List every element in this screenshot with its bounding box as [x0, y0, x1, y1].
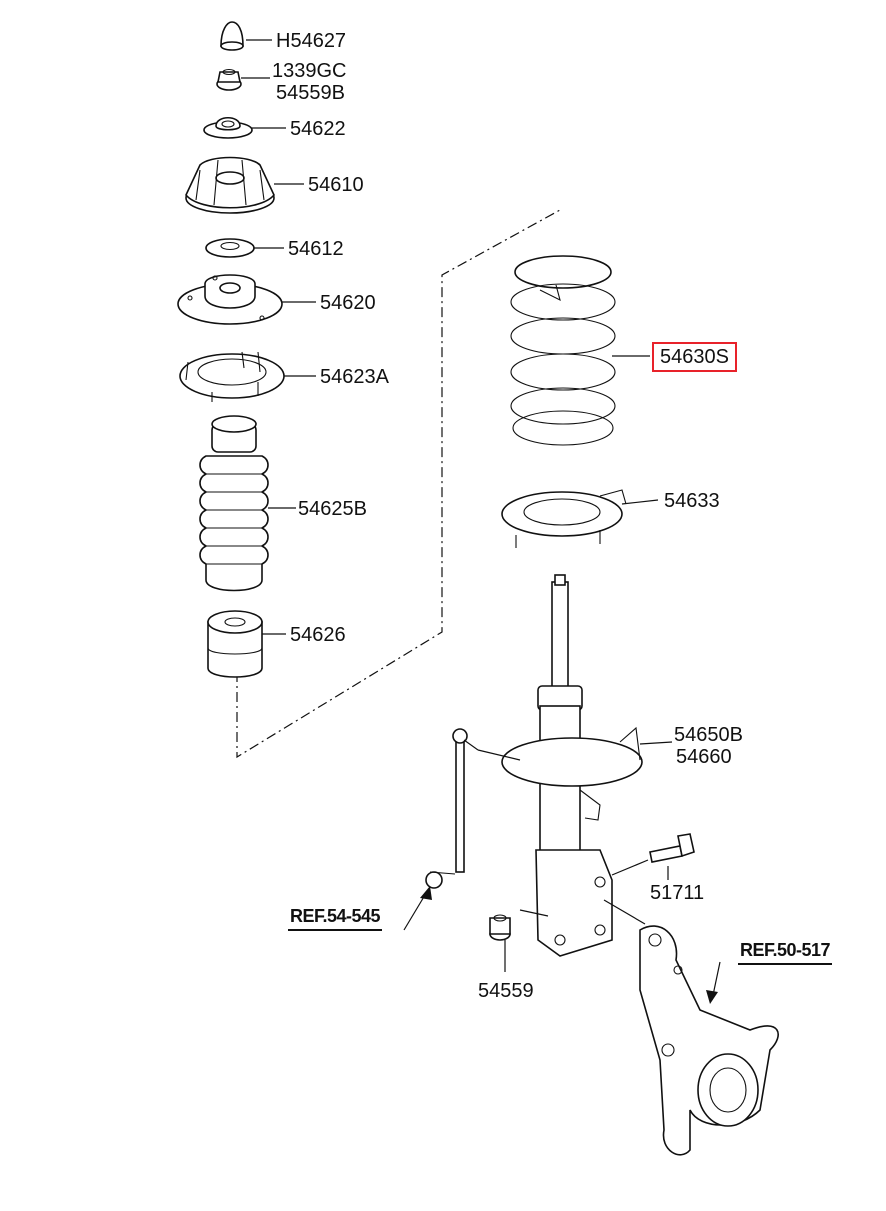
bolt-part[interactable]	[649, 833, 695, 863]
label-54623a: 54623A	[320, 366, 389, 388]
washer-top-part[interactable]	[203, 116, 253, 139]
label-54660: 54660	[676, 746, 732, 768]
ref-50-517-link[interactable]: REF.50-517	[738, 940, 833, 965]
strut-mount-part[interactable]	[185, 156, 275, 214]
label-51711: 51711	[650, 882, 705, 904]
bump-stop-cap-part[interactable]	[220, 21, 244, 51]
label-54633: 54633	[664, 490, 720, 512]
label-h54627: H54627	[276, 30, 347, 52]
nut-part[interactable]	[489, 914, 511, 941]
dust-boot-part[interactable]	[199, 415, 269, 592]
label-54610: 54610	[308, 174, 364, 196]
label-54625b: 54625B	[298, 498, 367, 520]
bearing-plate-part[interactable]	[177, 274, 283, 325]
lower-spring-pad-part[interactable]	[501, 489, 627, 548]
upper-spring-seat-part[interactable]	[179, 351, 285, 402]
strut-assembly-part[interactable]	[501, 574, 643, 957]
label-54620: 54620	[320, 292, 376, 314]
ref-50-517-arrow	[706, 990, 718, 1004]
label-54630s-highlighted: 54630S	[652, 342, 737, 372]
label-54559: 54559	[478, 980, 534, 1002]
flange-nut-part[interactable]	[216, 68, 242, 91]
label-1339gc: 1339GC	[272, 60, 347, 82]
ref-54-545-link[interactable]: REF.54-545	[288, 906, 383, 931]
coil-spring-part[interactable]	[510, 255, 616, 446]
label-54650b: 54650B	[674, 724, 743, 746]
label-54612: 54612	[288, 238, 344, 260]
label-54626: 54626	[290, 624, 346, 646]
washer-mid-part[interactable]	[205, 238, 255, 258]
stabilizer-link-part[interactable]	[425, 728, 479, 889]
label-54559b: 54559B	[276, 82, 345, 104]
ref-54-545-arrow	[420, 886, 432, 900]
assembly-guide-line	[236, 209, 561, 759]
label-54622: 54622	[290, 118, 346, 140]
bump-stop-part[interactable]	[207, 610, 263, 678]
steering-knuckle-part[interactable]	[639, 925, 779, 1156]
